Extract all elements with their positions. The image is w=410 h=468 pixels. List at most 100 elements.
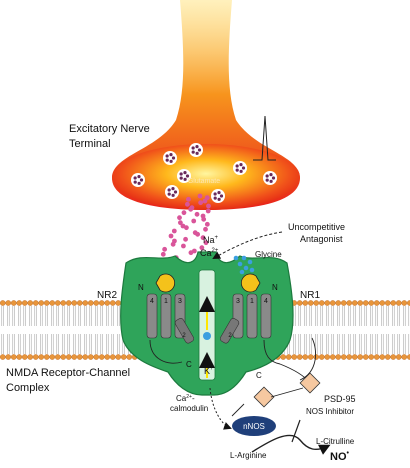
c-tail-right <box>263 339 281 365</box>
vesicle-content-icon <box>213 192 217 196</box>
glutamate-molecule-icon <box>205 208 211 214</box>
nr1-label: NR1 <box>300 290 320 301</box>
sodium-label: Na+ <box>203 235 219 245</box>
psd95-link <box>270 387 304 398</box>
psd95-label: PSD-95 <box>324 394 356 404</box>
helix-number: 4 <box>150 298 154 305</box>
vesicle-content-icon <box>265 174 269 178</box>
glutamate-molecule-icon <box>183 236 188 242</box>
glutamate-molecule-icon <box>186 196 191 202</box>
glycine-molecule-icon <box>239 269 245 275</box>
glutamate-molecule-icon <box>171 228 177 234</box>
vesicle-content-icon <box>239 169 243 173</box>
glycine-label: Glycine <box>255 250 282 259</box>
nitric-oxide-label: NO• <box>330 450 350 463</box>
pore-loop-icon <box>174 318 195 344</box>
nr1-helices: 3 1 4 2 <box>219 293 272 344</box>
terminal-label-line2: Terminal <box>69 138 111 150</box>
helix-number: 1 <box>250 298 254 305</box>
c-terminus-right: C <box>256 371 262 380</box>
calmodulin-arrow <box>209 387 232 430</box>
vesicle-content-icon <box>271 176 276 180</box>
receptor-label-line1: NMDA Receptor-Channel <box>6 367 130 379</box>
vesicle-content-icon <box>137 181 141 185</box>
vesicle-content-icon <box>137 175 141 179</box>
receptor-label-line2: Complex <box>6 382 50 394</box>
glutamate-molecule-icon <box>160 251 166 257</box>
l-arginine-label: L-Arginine <box>230 451 267 460</box>
vesicle-content-icon <box>139 178 144 182</box>
vesicle-content-icon <box>165 154 169 158</box>
vesicle-content-icon <box>183 177 187 181</box>
vesicle-content-icon <box>167 192 171 196</box>
inhibitor-line <box>291 419 301 443</box>
vesicle-content-icon <box>191 150 195 154</box>
arginine-to-citrulline-arrow <box>251 434 331 455</box>
terminal-label-line1: Excitatory Nerve <box>69 123 150 135</box>
c-tail-left <box>149 339 183 364</box>
glycine-binding-site-icon <box>241 273 261 293</box>
glutamate-molecule-icon <box>181 243 186 249</box>
ca-calmodulin-label-line2: calmodulin <box>170 404 208 413</box>
glutamate-molecule-icon <box>177 215 182 221</box>
vesicle-content-icon <box>235 168 239 172</box>
vesicle-content-icon <box>217 197 221 201</box>
vesicle-content-icon <box>171 193 175 197</box>
psd95-domain-icon <box>253 386 275 408</box>
glycine-molecule-icon <box>243 265 249 271</box>
vesicle-content-icon <box>173 190 178 194</box>
vesicle-content-icon <box>165 158 169 162</box>
vesicle-content-icon <box>171 187 175 191</box>
glutamate-molecule-icon <box>198 200 204 206</box>
vesicle-content-icon <box>133 180 137 184</box>
helix-icon <box>260 293 272 339</box>
vesicle-content-icon <box>265 178 269 182</box>
psd95-domain-icon <box>299 372 321 394</box>
glutamate-molecule-icon <box>181 210 187 216</box>
calcium-label: Ca2+ <box>200 248 219 258</box>
glutamate-molecule-icon <box>170 241 176 247</box>
glutamate-molecule-icon <box>185 201 190 207</box>
glutamate-molecule-icon <box>195 231 201 237</box>
nmda-receptor: 4 1 3 2 3 1 4 2 N N C C <box>120 251 294 396</box>
glycine-molecule-icon <box>233 255 239 261</box>
glutamate-molecule-icon <box>203 240 209 246</box>
ca-calmodulin-label-line1: Ca2+- <box>176 394 195 403</box>
vesicle-content-icon <box>171 156 176 160</box>
vesicle-content-icon <box>183 171 187 175</box>
psd95-pathway: nNOS <box>209 337 331 455</box>
glutamate-molecule-icon <box>162 246 168 252</box>
glycine-molecule-icon <box>237 261 243 267</box>
helix-number: 2 <box>228 333 232 339</box>
glutamate-label: Glutamate <box>188 178 220 185</box>
helix-number: 3 <box>178 298 182 305</box>
psd95-anchor <box>299 337 317 381</box>
vesicle-content-icon <box>213 196 217 200</box>
l-citrulline-label: L-Citrulline <box>316 437 355 446</box>
glutamate-molecule-icon <box>199 245 205 251</box>
nnos-label: nNOS <box>243 422 265 431</box>
vesicle-content-icon <box>269 173 273 177</box>
helix-icon <box>160 293 172 339</box>
nnos-link <box>231 403 245 417</box>
pore-loop-icon <box>219 318 240 344</box>
vesicle-content-icon <box>169 153 173 157</box>
vesicle-content-icon <box>269 179 273 183</box>
vesicle-content-icon <box>191 146 195 150</box>
vesicle-content-icon <box>179 172 183 176</box>
vesicle-content-icon <box>195 145 199 149</box>
nr2-label: NR2 <box>97 290 117 301</box>
glycine-molecules <box>233 255 255 275</box>
uncompetitive-label-line1: Uncompetitive <box>288 222 345 232</box>
glutamate-molecule-icon <box>202 198 208 204</box>
potassium-label: K+ <box>204 366 214 376</box>
vesicle-content-icon <box>219 194 224 198</box>
vesicle-content-icon <box>197 148 202 152</box>
n-terminus-left: N <box>138 283 144 292</box>
vesicle-content-icon <box>239 163 243 167</box>
vesicle-content-icon <box>167 188 171 192</box>
glutamate-molecule-icon <box>177 220 183 226</box>
nnos-enzyme-icon <box>232 416 276 436</box>
vesicle-content-icon <box>235 164 239 168</box>
